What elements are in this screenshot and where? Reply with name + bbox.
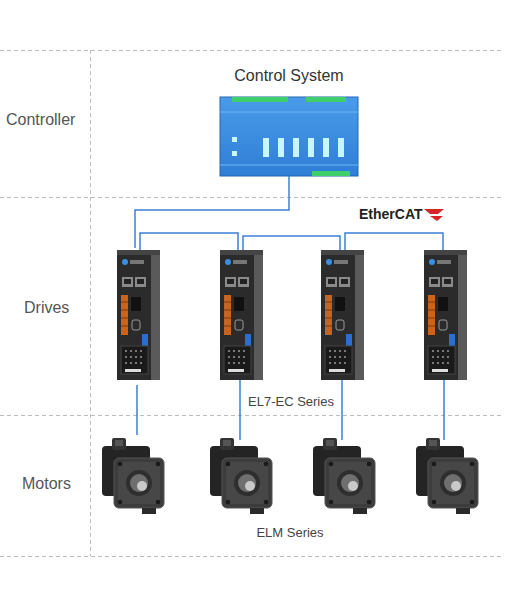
servo-drive xyxy=(220,250,263,380)
shape-rect xyxy=(232,137,237,142)
shape-rect xyxy=(293,138,299,157)
controller-device xyxy=(220,97,358,176)
network-wire xyxy=(243,236,340,250)
logo-arrow xyxy=(424,209,444,214)
shape-rect xyxy=(278,138,284,157)
shape-rect xyxy=(312,171,350,176)
network-wire xyxy=(345,233,443,250)
controller-box: Control System xyxy=(220,97,358,176)
section-divider xyxy=(0,50,502,557)
motor-cable xyxy=(239,380,241,440)
shape-rect xyxy=(232,97,288,102)
servo-drive xyxy=(117,250,160,380)
section-band: DrivesEL7-EC Series xyxy=(0,197,525,415)
shape-rect xyxy=(306,97,346,102)
shape-rect xyxy=(308,138,314,157)
ethercat-wire xyxy=(140,233,443,250)
motor-wire xyxy=(240,380,444,440)
protocol-logo-text: EtherCAT xyxy=(359,207,423,222)
motor-cable xyxy=(443,380,445,440)
section-band: Controller Control System xyxy=(0,50,525,197)
node-title: ELM Series xyxy=(190,526,390,541)
divider-line xyxy=(0,197,502,198)
section-band: MotorsELM Series xyxy=(0,415,525,556)
node-title: Drives xyxy=(24,299,90,317)
network-wire xyxy=(140,233,238,250)
divider-line xyxy=(0,50,502,51)
node-title: Control System xyxy=(189,67,389,85)
shape-rect xyxy=(338,138,344,157)
network-connector xyxy=(135,176,289,248)
servo-motor xyxy=(313,438,375,514)
motor-group: ELM Series xyxy=(95,435,480,520)
shape-line xyxy=(220,165,358,166)
drive-group: EL7-EC Series xyxy=(112,248,470,385)
divider-line xyxy=(0,415,502,416)
servo-motor xyxy=(416,438,478,514)
servo-drive xyxy=(321,250,364,380)
ethercat-logo-mark xyxy=(424,209,444,221)
divider-line xyxy=(90,50,91,556)
shape-rect xyxy=(232,151,237,156)
node-title: Motors xyxy=(22,475,90,493)
node-title: EL7-EC Series xyxy=(191,395,391,410)
servo-drive xyxy=(424,250,467,380)
shape-rect xyxy=(263,138,269,157)
logo-arrow xyxy=(430,216,443,221)
servo-motor xyxy=(210,438,272,514)
shape-rect xyxy=(220,97,358,176)
motor-cable xyxy=(341,380,343,440)
network-connector xyxy=(136,385,138,435)
shape-line xyxy=(220,112,358,113)
node-title: Controller xyxy=(6,111,90,129)
divider-line xyxy=(0,556,502,557)
shape-rect xyxy=(323,138,329,157)
servo-motor xyxy=(102,438,164,514)
